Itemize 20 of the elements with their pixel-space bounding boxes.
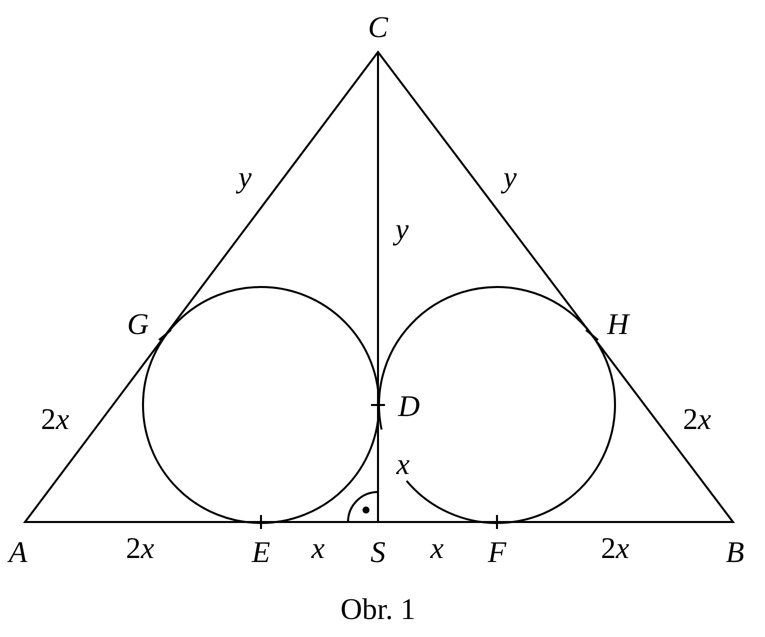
length-label: x — [430, 533, 444, 565]
point-label: S — [370, 537, 386, 569]
length-label: 2x — [40, 404, 70, 436]
point-label: D — [398, 391, 420, 423]
point-label: G — [127, 309, 149, 341]
length-label: y — [395, 214, 409, 246]
length-label: x — [396, 449, 410, 481]
length-label: y — [503, 162, 517, 194]
point-label: A — [8, 537, 28, 569]
length-label: x — [311, 533, 325, 565]
length-label: 2x — [682, 404, 712, 436]
point-label: F — [488, 537, 506, 569]
length-label: 2x — [126, 533, 154, 565]
figure-caption: Obr. 1 — [340, 594, 416, 626]
point-label: E — [252, 537, 270, 569]
length-label: y — [238, 162, 252, 194]
point-label: C — [368, 12, 388, 44]
length-label: 2x — [600, 533, 630, 565]
point-label: H — [607, 309, 629, 341]
point-label: B — [726, 537, 744, 569]
